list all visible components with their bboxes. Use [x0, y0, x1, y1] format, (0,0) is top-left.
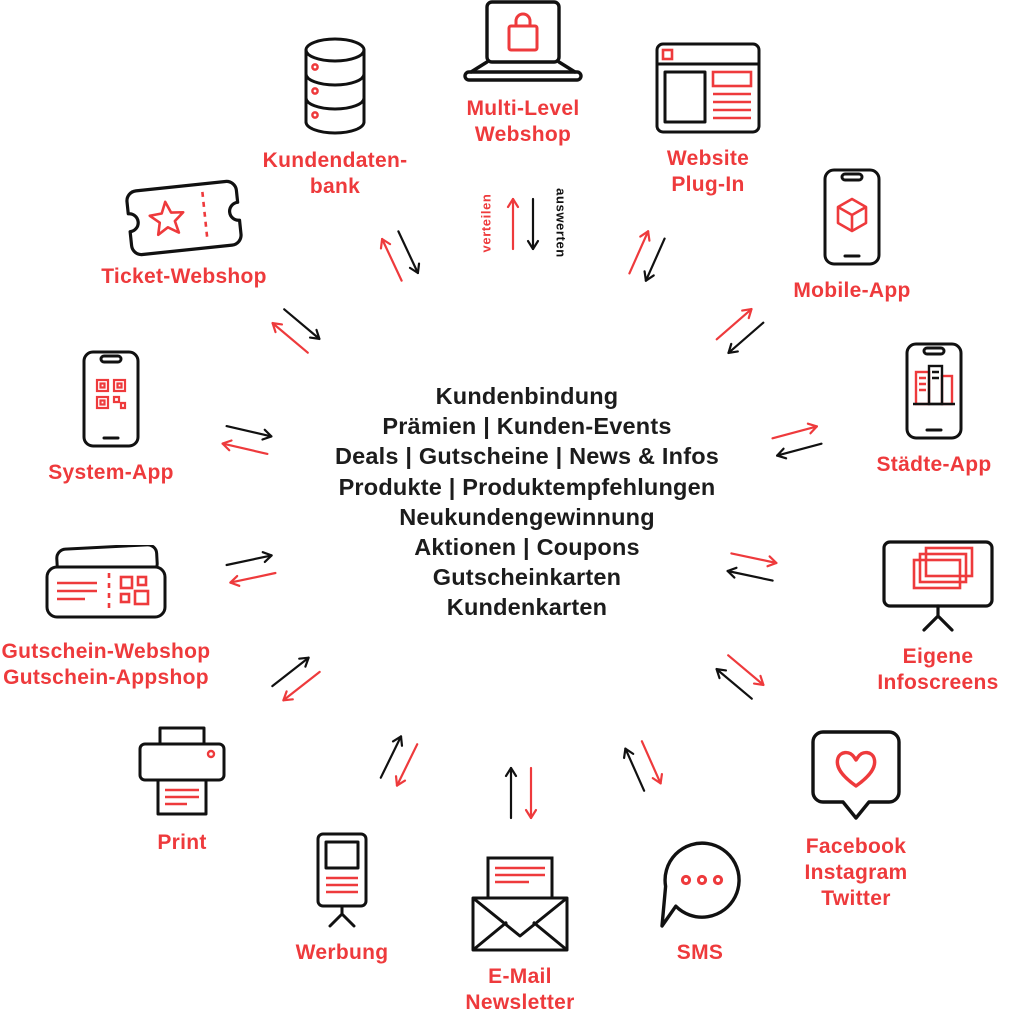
center-line: Deals | Gutscheine | News & Infos — [334, 443, 720, 470]
infoscreen-monitor-icon — [882, 540, 994, 632]
speech-bubble-dots-icon — [656, 840, 744, 928]
node-label-multi-level-webshop: Multi-Level Webshop — [466, 97, 580, 146]
node-label-werbung: Werbung — [295, 941, 389, 964]
node-sms: SMS — [575, 840, 825, 966]
center-line: Gutscheinkarten — [432, 564, 622, 591]
node-label-sms: SMS — [676, 941, 724, 964]
flow-label-verteilen: verteilen — [478, 193, 494, 253]
center-line: Aktionen | Coupons — [414, 534, 640, 561]
printer-icon — [137, 726, 227, 818]
node-email-newsletter: E-Mail Newsletter — [395, 856, 645, 1016]
node-label-eigene-infoscreens: Eigene Infoscreens — [877, 645, 999, 694]
node-werbung: Werbung — [217, 832, 467, 966]
node-kundendatenbank: Kundendaten- bank — [210, 36, 460, 200]
center-line: Produkte | Produktempfehlungen — [338, 473, 716, 500]
laptop-shop-icon — [461, 0, 585, 84]
flow-label-auswerten: auswerten — [553, 188, 569, 258]
node-label-system-app: System-App — [48, 461, 174, 484]
ad-display-icon — [311, 832, 373, 928]
node-label-email-newsletter: E-Mail Newsletter — [465, 965, 575, 1014]
node-label-staedte-app: Städte-App — [876, 453, 992, 476]
node-multi-level-webshop: Multi-Level Webshop — [398, 0, 648, 148]
node-label-social-media: Facebook Instagram Twitter — [804, 835, 908, 910]
ticket-star-icon — [124, 178, 244, 258]
speech-bubble-heart-icon — [811, 730, 901, 822]
voucher-qr-icon — [45, 545, 167, 627]
node-gutschein-shops: Gutschein-Webshop Gutschein-Appshop — [0, 545, 231, 691]
smartphone-qr-icon — [82, 350, 140, 448]
node-mobile-app: Mobile-App — [727, 168, 977, 304]
center-line: Neukundengewinnung — [399, 503, 655, 530]
node-staedte-app: Städte-App — [809, 342, 1020, 478]
node-social-media: Facebook Instagram Twitter — [731, 730, 981, 912]
node-label-print: Print — [157, 831, 207, 854]
envelope-letter-icon — [471, 856, 569, 952]
smartphone-city-icon — [905, 342, 963, 440]
node-label-kundendatenbank: Kundendaten- bank — [262, 149, 408, 198]
node-label-gutschein-shops: Gutschein-Webshop Gutschein-Appshop — [1, 640, 211, 689]
smartphone-cube-icon — [823, 168, 881, 266]
node-eigene-infoscreens: Eigene Infoscreens — [813, 540, 1020, 696]
center-line: Prämien | Kunden-Events — [382, 413, 672, 440]
node-print: Print — [57, 726, 307, 856]
node-label-website-plugin: Website Plug-In — [666, 147, 750, 196]
center-line: Kundenbindung — [435, 383, 619, 409]
node-system-app: System-App — [0, 350, 236, 486]
database-icon — [299, 36, 371, 136]
node-website-plugin: Website Plug-In — [583, 42, 833, 198]
node-ticket-webshop: Ticket-Webshop — [59, 179, 309, 290]
node-label-ticket-webshop: Ticket-Webshop — [101, 265, 267, 288]
node-label-mobile-app: Mobile-App — [793, 279, 911, 302]
browser-window-icon — [655, 42, 761, 134]
center-text-block: Kundenbindung Prämien | Kunden-Events De… — [137, 381, 917, 623]
center-line: Kundenkarten — [446, 594, 608, 621]
